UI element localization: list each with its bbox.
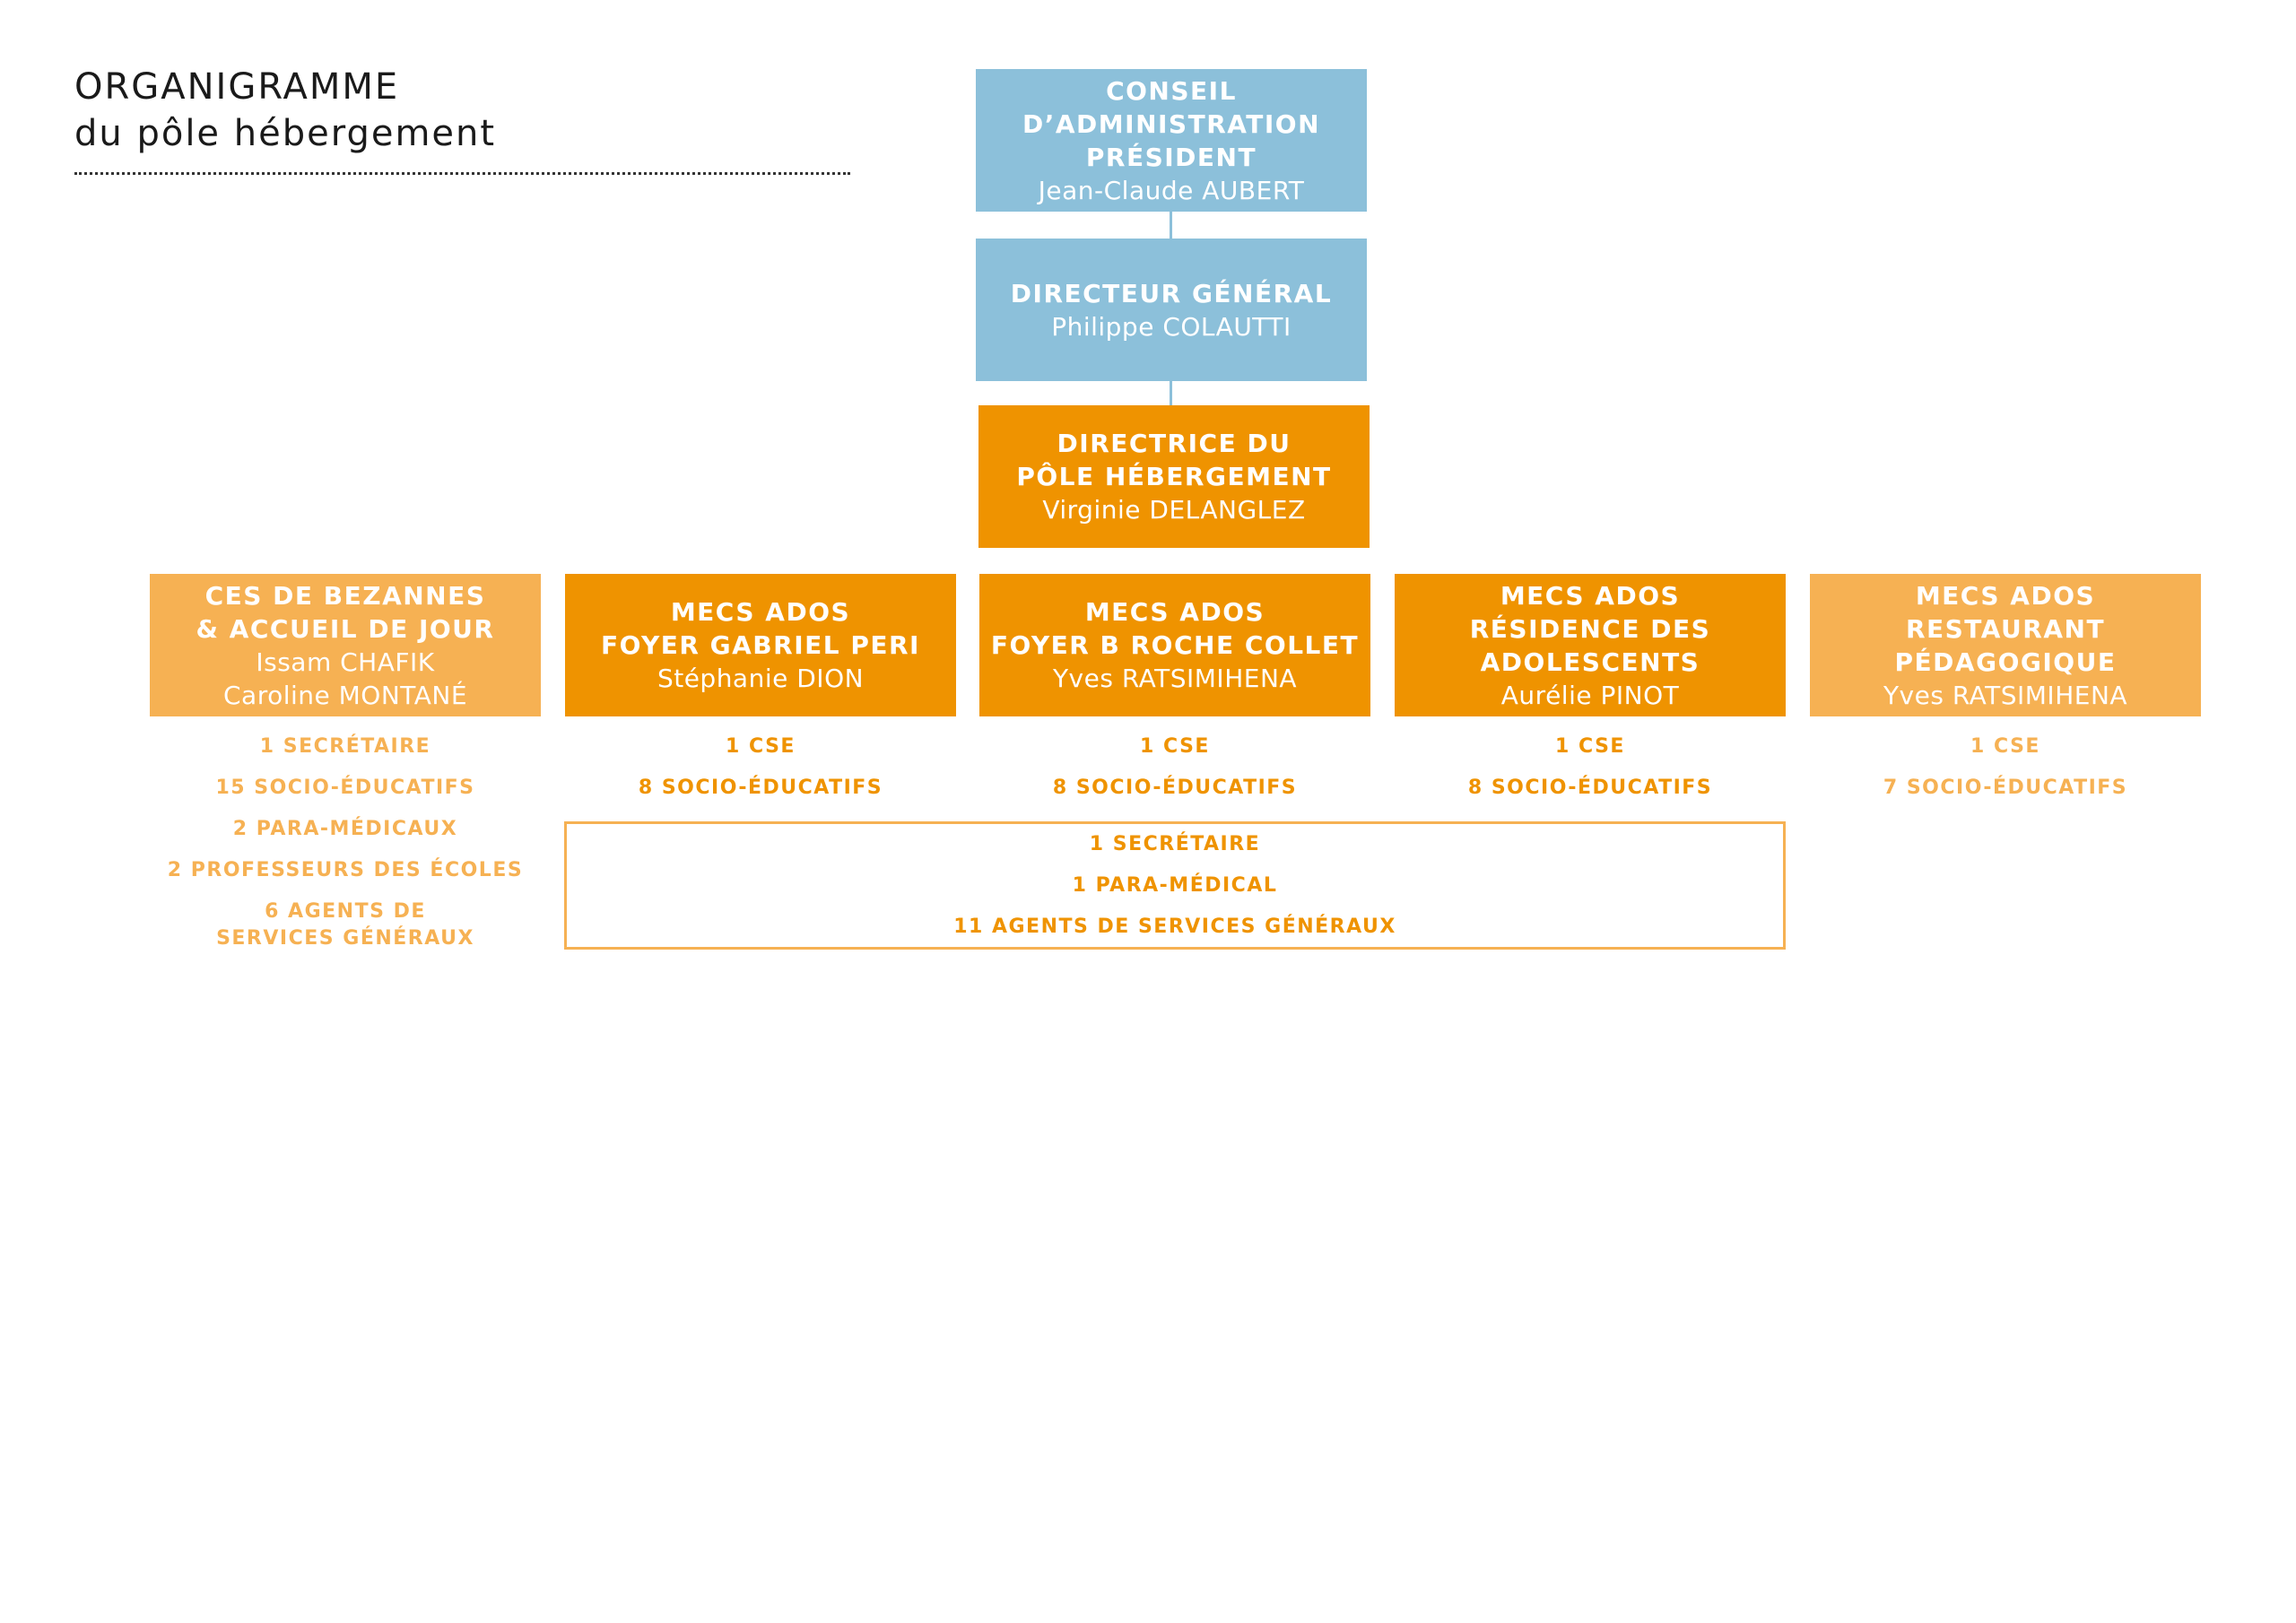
staff-list-residence-adolescents: 1 CSE 8 SOCIO-ÉDUCATIFS xyxy=(1395,733,1786,816)
establishment-manager: Caroline MONTANÉ xyxy=(222,680,468,710)
establishment-title: CES DE BEZANNES xyxy=(204,580,486,611)
establishment-box-roche-collet: MECS ADOS FOYER B ROCHE COLLET Yves RATS… xyxy=(979,574,1370,716)
directrice-pole-box: DIRECTRICE DU PÔLE HÉBERGEMENT Virginie … xyxy=(978,405,1370,548)
conseil-administration-box: CONSEIL D’ADMINISTRATION PRÉSIDENT Jean-… xyxy=(976,69,1367,212)
staff-item: 7 SOCIO-ÉDUCATIFS xyxy=(1883,777,2128,799)
establishment-box-ces-bezannes: CES DE BEZANNES & ACCUEIL DE JOUR Issam … xyxy=(150,574,541,716)
title-divider xyxy=(74,172,850,175)
staff-item: 8 SOCIO-ÉDUCATIFS xyxy=(1467,777,1713,799)
conseil-name: Jean-Claude AUBERT xyxy=(1038,175,1305,205)
staff-item: 2 PARA-MÉDICAUX xyxy=(232,818,458,840)
staff-list-restaurant-pedagogique: 1 CSE 7 SOCIO-ÉDUCATIFS xyxy=(1810,733,2201,816)
establishment-manager: Issam CHAFIK xyxy=(256,647,435,677)
shared-staff-item: 1 SECRÉTAIRE xyxy=(1089,832,1261,855)
establishment-title: FOYER GABRIEL PERI xyxy=(601,630,920,660)
staff-item: 1 CSE xyxy=(1140,735,1210,758)
staff-item: 6 AGENTS DE xyxy=(265,900,426,923)
connector-line xyxy=(1170,381,1172,405)
directrice-title-2: PÔLE HÉBERGEMENT xyxy=(1016,462,1332,491)
staff-item: 1 SECRÉTAIRE xyxy=(259,735,431,758)
staff-item: 8 SOCIO-ÉDUCATIFS xyxy=(1052,777,1298,799)
establishment-manager: Yves RATSIMIHENA xyxy=(1052,664,1298,693)
staff-item: 1 CSE xyxy=(726,735,796,758)
directeur-general-box: DIRECTEUR GÉNÉRAL Philippe COLAUTTI xyxy=(976,239,1367,381)
establishment-title: MECS ADOS xyxy=(670,597,851,627)
staff-list-roche-collet: 1 CSE 8 SOCIO-ÉDUCATIFS xyxy=(979,733,1370,816)
directrice-name: Virginie DELANGLEZ xyxy=(1042,495,1306,525)
establishment-title: MECS ADOS xyxy=(1084,597,1265,627)
establishment-manager: Stéphanie DION xyxy=(657,664,865,693)
establishment-title: MECS ADOS xyxy=(1915,580,2096,611)
establishment-title: MECS ADOS xyxy=(1500,580,1681,611)
establishment-title: FOYER B ROCHE COLLET xyxy=(990,630,1360,660)
staff-item: 1 CSE xyxy=(1555,735,1625,758)
staff-item: SERVICES GÉNÉRAUX xyxy=(216,927,474,950)
establishment-title: & ACCUEIL DE JOUR xyxy=(196,613,495,644)
directeur-name: Philippe COLAUTTI xyxy=(1051,311,1292,342)
conseil-role: PRÉSIDENT xyxy=(1085,142,1257,172)
page-title: ORGANIGRAMME xyxy=(74,66,400,108)
establishment-title: RESTAURANT PÉDAGOGIQUE xyxy=(1894,613,2117,677)
directrice-title-1: DIRECTRICE DU xyxy=(1057,429,1292,458)
staff-list-gabriel-peri: 1 CSE 8 SOCIO-ÉDUCATIFS xyxy=(565,733,956,816)
conseil-title: CONSEIL D’ADMINISTRATION xyxy=(1022,75,1320,139)
shared-staff-item: 11 AGENTS DE SERVICES GÉNÉRAUX xyxy=(953,915,1396,938)
shared-staff-item: 1 PARA-MÉDICAL xyxy=(1072,873,1278,897)
page-subtitle: du pôle hébergement xyxy=(74,113,497,154)
establishment-title: ADOLESCENTS xyxy=(1480,647,1700,677)
establishment-box-restaurant-pedagogique: MECS ADOS RESTAURANT PÉDAGOGIQUE Yves RA… xyxy=(1810,574,2201,716)
establishment-box-gabriel-peri: MECS ADOS FOYER GABRIEL PERI Stéphanie D… xyxy=(565,574,956,716)
staff-item: 8 SOCIO-ÉDUCATIFS xyxy=(638,777,883,799)
staff-item: 15 SOCIO-ÉDUCATIFS xyxy=(215,777,475,799)
staff-item: 1 CSE xyxy=(1970,735,2040,758)
directeur-title: DIRECTEUR GÉNÉRAL xyxy=(1010,278,1333,308)
shared-staff-box: 1 SECRÉTAIRE 1 PARA-MÉDICAL 11 AGENTS DE… xyxy=(564,821,1786,950)
establishment-box-residence-adolescents: MECS ADOS RÉSIDENCE DES ADOLESCENTS Auré… xyxy=(1395,574,1786,716)
staff-list-ces-bezannes: 1 SECRÉTAIRE 15 SOCIO-ÉDUCATIFS 2 PARA-M… xyxy=(150,733,541,952)
connector-line xyxy=(1170,212,1172,239)
staff-item: 2 PROFESSEURS DES ÉCOLES xyxy=(167,859,524,881)
establishment-manager: Aurélie PINOT xyxy=(1500,680,1680,710)
establishment-manager: Yves RATSIMIHENA xyxy=(1883,680,2128,710)
establishment-title: RÉSIDENCE DES xyxy=(1469,613,1711,644)
